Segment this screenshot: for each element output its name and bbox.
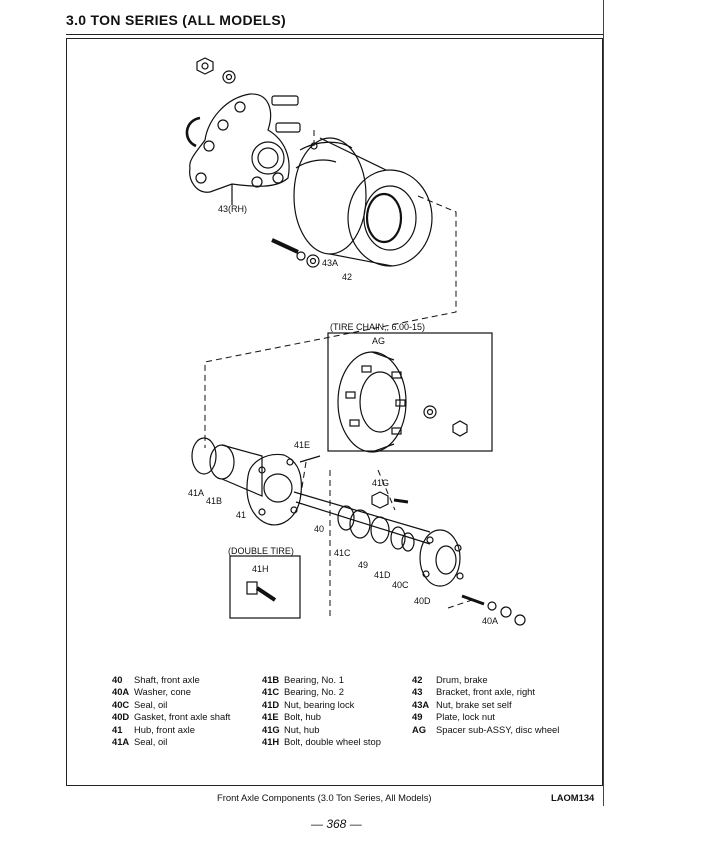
legend-row: 40D Gasket, front axle shaft xyxy=(112,711,230,723)
label-double-tire: (DOUBLE TIRE) xyxy=(228,546,294,556)
legend-name: Nut, bearing lock xyxy=(284,698,355,710)
label-49: 49 xyxy=(358,560,368,570)
legend-code: 41C xyxy=(262,686,280,698)
legend-name: Spacer sub-ASSY, disc wheel xyxy=(436,723,560,735)
legend-name: Hub, front axle xyxy=(134,723,195,735)
label-41h: 41H xyxy=(252,564,269,574)
legend-row: 42 Drum, brake xyxy=(412,674,559,686)
figure-frame xyxy=(66,38,603,786)
legend-row: 41G Nut, hub xyxy=(262,724,381,736)
stud-drawing xyxy=(271,238,320,268)
legend-row: 41D Nut, bearing lock xyxy=(262,699,381,711)
legend-code: 43 xyxy=(412,686,423,698)
legend-name: Bracket, front axle, right xyxy=(436,686,536,698)
figure-caption: Front Axle Components (3.0 Ton Series, A… xyxy=(217,792,432,803)
legend-name: Shaft, front axle xyxy=(134,674,200,685)
label-41b: 41B xyxy=(206,496,222,506)
legend-row: 41H Bolt, double wheel stop xyxy=(262,736,381,748)
legend-column-2: 41B Bearing, No. 1 41C Bearing, No. 2 41D N… xyxy=(262,674,381,748)
legend-code: 41 xyxy=(112,723,123,735)
legend-row: 41B Bearing, No. 1 xyxy=(262,674,381,686)
label-41g: 41G xyxy=(372,478,389,488)
label-43rh: 43(RH) xyxy=(218,204,247,214)
legend-row: 41A Seal, oil xyxy=(112,736,230,748)
legend-row: 41C Bearing, No. 2 xyxy=(262,686,381,698)
label-41e: 41E xyxy=(294,440,310,450)
double-tire-box xyxy=(229,555,301,619)
figure-code: LAOM134 xyxy=(551,792,595,803)
legend-row: AG Spacer sub-ASSY, disc wheel xyxy=(412,724,559,736)
label-tire-chain: (TIRE CHAIN,, 6.00-15) xyxy=(330,322,425,332)
legend-row: 40A Washer, cone xyxy=(112,686,230,698)
label-43a: 43A xyxy=(322,258,338,268)
legend-code: 41G xyxy=(262,723,280,735)
legend-code: 40 xyxy=(112,674,123,685)
legend-column-1: 40 Shaft, front axle 40A Washer, cone 40C S… xyxy=(112,674,230,748)
legend-name: Bearing, No. 1 xyxy=(284,674,344,685)
legend-code: 41E xyxy=(262,711,279,723)
legend-code: 41B xyxy=(262,674,280,685)
label-40d: 40D xyxy=(414,596,431,606)
legend-name: Nut, brake set self xyxy=(436,698,512,710)
shaft-drawing xyxy=(293,491,431,552)
legend-name: Drum, brake xyxy=(436,674,488,685)
drum-drawing xyxy=(293,137,433,267)
hub-drawing xyxy=(191,437,321,526)
legend-name: Bearing, No. 2 xyxy=(284,686,344,698)
label-42: 42 xyxy=(342,272,352,282)
nut-drawing-top xyxy=(196,57,236,84)
legend-name: Gasket, front axle shaft xyxy=(134,711,231,723)
section-title: 3.0 TON SERIES (ALL MODELS) xyxy=(66,12,286,28)
legend-code: 49 xyxy=(412,711,423,723)
nut-41g-drawing xyxy=(371,491,409,509)
legend-row: 43A Nut, brake set self xyxy=(412,699,559,711)
label-41a: 41A xyxy=(188,488,204,498)
legend-name: Nut, hub xyxy=(284,723,320,735)
label-41d: 41D xyxy=(374,570,391,580)
flange-drawing xyxy=(419,529,464,587)
legend-name: Washer, cone xyxy=(134,686,191,698)
legend-row: 41 Hub, front axle xyxy=(112,724,230,736)
legend-code: 40C xyxy=(112,698,130,710)
label-ag: AG xyxy=(372,336,385,346)
bracket-drawing xyxy=(189,93,290,205)
page-margin-rule xyxy=(603,0,604,806)
legend-column-3: 42 Drum, brake 43 Bracket, front axle, rig… xyxy=(412,674,559,736)
label-40a: 40A xyxy=(482,616,498,626)
bolt-41h-drawing xyxy=(246,581,277,602)
legend-row: 40C Seal, oil xyxy=(112,699,230,711)
label-41c: 41C xyxy=(334,548,351,558)
legend-code: AG xyxy=(412,723,427,735)
legend-row: 43 Bracket, front axle, right xyxy=(412,686,559,698)
stud-40a-drawing xyxy=(461,594,526,626)
legend-row: 40 Shaft, front axle xyxy=(112,674,230,686)
legend-name: Bolt, hub xyxy=(284,711,322,723)
exploded-diagram: 43(RH) 43A 42 (TIRE CHAIN,, 6.00-15) AG … xyxy=(185,57,526,626)
snap-ring-drawing xyxy=(185,116,201,148)
legend-name: Plate, lock nut xyxy=(436,711,495,723)
legend-row: 49 Plate, lock nut xyxy=(412,711,559,723)
legend-code: 42 xyxy=(412,674,423,685)
spacer-drawing xyxy=(337,351,468,453)
legend-code: 40D xyxy=(112,711,130,723)
legend-code: 41A xyxy=(112,736,130,748)
legend-code: 43A xyxy=(412,698,430,710)
legend-name: Bolt, double wheel stop xyxy=(284,736,381,748)
tire-chain-box xyxy=(327,332,493,452)
legend-row: 41E Bolt, hub xyxy=(262,711,381,723)
header-rule xyxy=(66,34,604,35)
legend-code: 41H xyxy=(262,736,280,748)
label-40: 40 xyxy=(314,524,324,534)
label-40c: 40C xyxy=(392,580,409,590)
legend-name: Seal, oil xyxy=(134,736,168,748)
label-41: 41 xyxy=(236,510,246,520)
legend-code: 40A xyxy=(112,686,130,698)
bolt-drawing-top xyxy=(271,95,318,150)
legend-name: Seal, oil xyxy=(134,698,168,710)
page-number: — 368 — xyxy=(311,817,362,831)
legend-code: 41D xyxy=(262,698,280,710)
